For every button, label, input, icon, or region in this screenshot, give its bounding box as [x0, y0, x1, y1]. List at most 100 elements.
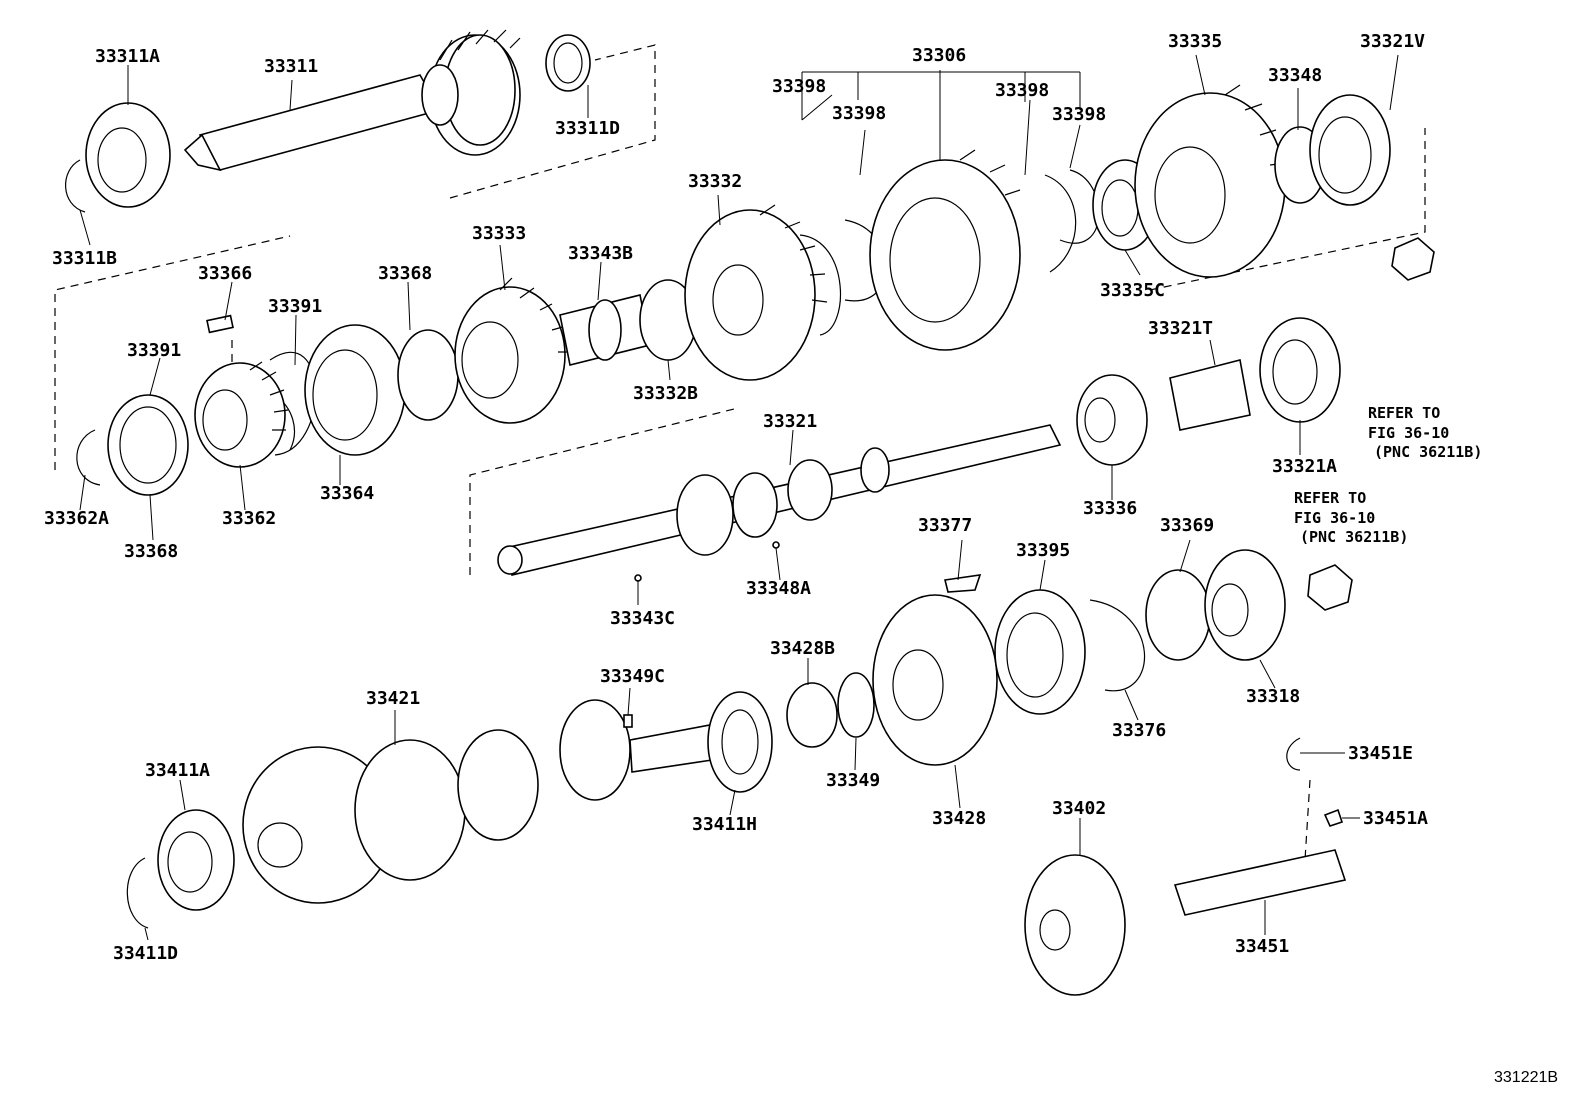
snap-ring-33311B [65, 159, 86, 213]
label-33376: 33376 [1112, 720, 1167, 741]
key-33377 [944, 574, 982, 593]
label-33391-left: 33391 [127, 340, 182, 361]
label-33321T: 33321T [1148, 318, 1214, 339]
bearing-33411A [157, 809, 235, 911]
spring-33376 [1089, 599, 1146, 692]
label-33362: 33362 [222, 508, 277, 529]
label-33318: 33318 [1246, 686, 1301, 707]
label-33349C: 33349C [600, 666, 666, 687]
bearing-33311A [85, 102, 171, 208]
label-33362A: 33362A [44, 508, 110, 529]
gear-33335 [1134, 84, 1287, 278]
label-33321A: 33321A [1272, 456, 1338, 477]
label-33349: 33349 [826, 770, 881, 791]
reverse-idler-gear-33402 [1024, 854, 1126, 996]
label-33366: 33366 [198, 263, 253, 284]
reference-upper-line-3: (PNC 36211B) [1374, 443, 1483, 461]
reference-note-lower: REFER TO FIG 36-10 (PNC 36211B) [1294, 489, 1408, 548]
reference-lower-line-1: REFER TO [1294, 489, 1367, 507]
label-33364: 33364 [320, 483, 375, 504]
hub-33362 [194, 361, 289, 468]
label-33398-3: 33398 [995, 80, 1050, 101]
label-33451E: 33451E [1348, 743, 1414, 764]
figure-code: 331221B [1494, 1069, 1559, 1086]
dashed-boundary-shaft [469, 407, 739, 575]
spring-33398-3 [1044, 174, 1077, 273]
counter-gear-33421 [242, 699, 713, 904]
label-33321: 33321 [763, 411, 818, 432]
bearing-33428B [786, 682, 838, 748]
snap-ring-33362A [76, 429, 101, 486]
key-33451A [1323, 808, 1344, 827]
reference-upper-line-1: REFER TO [1368, 404, 1441, 422]
washer-33349 [837, 672, 875, 738]
label-33311: 33311 [264, 56, 319, 77]
label-33335: 33335 [1168, 31, 1223, 52]
label-33398-4: 33398 [1052, 104, 1107, 125]
label-33369: 33369 [1160, 515, 1215, 536]
needle-bearing-33311D [545, 34, 591, 92]
synchronizer-ring-33368-left [107, 394, 189, 496]
snap-ring-33411D [126, 857, 149, 929]
key-33366 [206, 314, 234, 334]
gear-33336 [1076, 374, 1148, 466]
label-33391-right: 33391 [268, 296, 323, 317]
dashed-boundary-left [54, 235, 291, 470]
label-33343B: 33343B [568, 243, 634, 264]
nut-upper [1391, 237, 1435, 281]
label-33311B: 33311B [52, 248, 118, 269]
reference-upper-line-2: FIG 36-10 [1368, 423, 1450, 442]
synchronizer-ring-33368-right [397, 329, 459, 421]
label-33332B: 33332B [633, 383, 699, 404]
label-33311D: 33311D [555, 118, 621, 139]
label-33395: 33395 [1016, 540, 1071, 561]
input-shaft-33311 [183, 29, 521, 172]
label-33368-upper: 33368 [378, 263, 433, 284]
label-33398-2: 33398 [832, 103, 887, 124]
spring-33398-1 [799, 234, 842, 336]
collar-33321T [1169, 359, 1251, 431]
sleeve-33364 [304, 324, 406, 456]
dashed-boundary-right [1149, 128, 1426, 291]
gear-33332 [684, 204, 828, 381]
label-33348: 33348 [1268, 65, 1323, 86]
dashed-pin-line [1304, 779, 1311, 861]
label-33333: 33333 [472, 223, 527, 244]
label-33368-lower: 33368 [124, 541, 179, 562]
reference-lower-line-3: (PNC 36211B) [1300, 528, 1409, 546]
bearing-33321V [1309, 94, 1391, 206]
nut-lower [1307, 564, 1353, 611]
label-33332: 33332 [688, 171, 743, 192]
pin-33349C [623, 714, 633, 728]
bearing-33411H [707, 691, 773, 793]
label-33451: 33451 [1235, 936, 1290, 957]
label-33335C: 33335C [1100, 280, 1166, 301]
label-33336: 33336 [1083, 498, 1138, 519]
gear-33428 [872, 594, 998, 766]
main-shaft-33321 [497, 424, 1062, 576]
dashed-boundary-input [449, 44, 656, 199]
gear-33333 [454, 277, 572, 424]
hub-33318 [1204, 549, 1286, 661]
label-33428: 33428 [932, 808, 987, 829]
label-33411H: 33411H [692, 814, 758, 835]
sleeve-33395 [994, 589, 1086, 715]
needle-bearing-33343B [559, 294, 651, 366]
label-33321V: 33321V [1360, 31, 1426, 52]
label-33402: 33402 [1052, 798, 1107, 819]
label-33421: 33421 [366, 688, 421, 709]
bearing-33321A [1259, 317, 1341, 423]
label-33411D: 33411D [113, 943, 179, 964]
label-33343C: 33343C [610, 608, 676, 629]
label-33451A: 33451A [1363, 808, 1429, 829]
ring-33369 [1145, 569, 1211, 661]
label-33377: 33377 [918, 515, 973, 536]
reference-lower-line-2: FIG 36-10 [1294, 508, 1376, 527]
label-33411A: 33411A [145, 760, 211, 781]
reference-note-upper: REFER TO FIG 36-10 (PNC 36211B) [1368, 404, 1482, 463]
shaft-33451 [1173, 849, 1347, 916]
label-33428B: 33428B [770, 638, 836, 659]
label-33398-1: 33398 [772, 76, 827, 97]
synchronizer-33306 [869, 149, 1021, 351]
